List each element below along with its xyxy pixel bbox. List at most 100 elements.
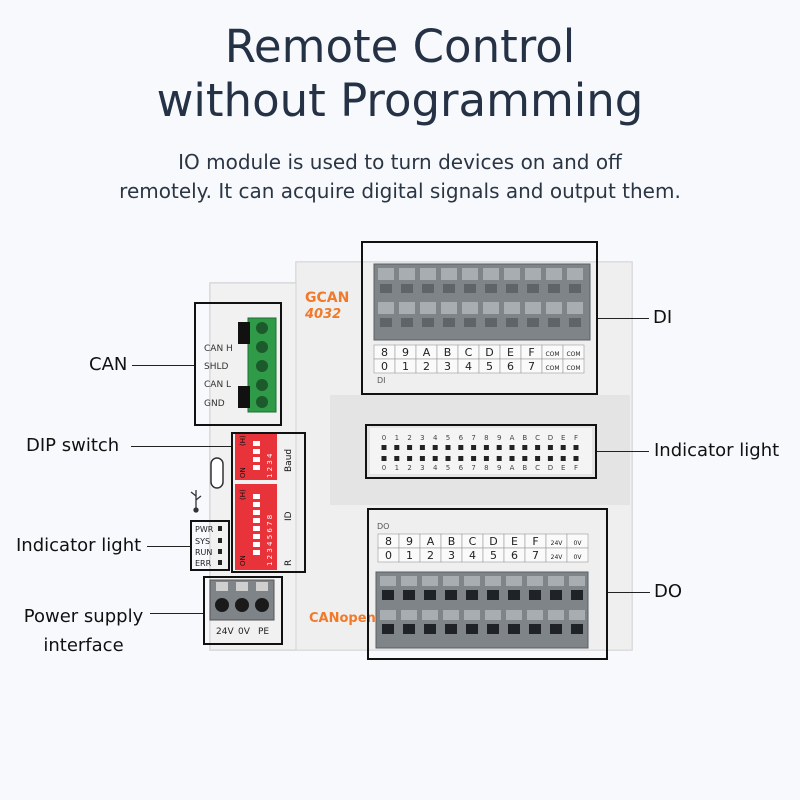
- do-bottom-label: 4: [469, 549, 476, 562]
- power-pin-label: PE: [258, 627, 269, 637]
- indicator-led-label: 6: [459, 464, 464, 472]
- do-terminal-tab: [380, 610, 396, 620]
- di-bottom-cell: [562, 358, 585, 374]
- di-top-label: COM: [545, 351, 559, 358]
- do-terminal-slot: [403, 590, 415, 600]
- do-terminal-tab: [485, 576, 501, 586]
- di-terminal-tabs: [378, 268, 583, 327]
- do-terminal-slot: [487, 624, 499, 634]
- di-bottom-label: 0: [381, 360, 388, 373]
- indicator-led: [547, 456, 553, 461]
- callout-power: Power supply interface: [21, 602, 146, 660]
- do-terminal-slot: [382, 624, 394, 634]
- do-highlight-box: [367, 508, 608, 660]
- di-terminal-slot: [443, 318, 455, 327]
- di-terminal-slot: [380, 284, 392, 293]
- indicator-led: [407, 456, 413, 461]
- indicator-led-label: 7: [471, 434, 475, 442]
- di-terminal-tab: [546, 268, 562, 280]
- indicator-led-label: 8: [484, 434, 488, 442]
- can-highlight-box: [194, 302, 282, 426]
- can-pin-label: CAN H: [204, 344, 233, 354]
- do-top-label: 8: [385, 535, 392, 548]
- indicator-led: [471, 445, 477, 450]
- do-terminal-slot: [382, 590, 394, 600]
- dip-baud-on-label: ON: [239, 467, 247, 478]
- do-bottom-label: 2: [427, 549, 434, 562]
- callout-dip-switch: DIP switch: [26, 435, 120, 456]
- di-bottom-label: 5: [486, 360, 493, 373]
- di-terminal-slot: [485, 284, 497, 293]
- do-bottom-label: 6: [511, 549, 518, 562]
- di-top-label: A: [423, 346, 431, 359]
- callout-do: DO: [654, 581, 683, 602]
- brand-text: GCAN: [305, 290, 349, 306]
- do-terminal-slot: [571, 624, 583, 634]
- di-terminal-tab: [420, 302, 436, 314]
- do-terminal-slot: [424, 624, 436, 634]
- indicator-led: [509, 456, 515, 461]
- indicator-led-label: 4: [433, 434, 438, 442]
- di-bottom-label: 2: [423, 360, 430, 373]
- indicator-led-label: 6: [459, 434, 464, 442]
- indicator-led: [445, 456, 451, 461]
- headline-line-2: without Programming: [156, 74, 644, 127]
- do-terminal-tab: [527, 610, 543, 620]
- dip-baud-numbers: 1 2 3 4: [266, 453, 274, 478]
- can-pin-label: CAN L: [204, 380, 231, 390]
- indicator-panel-bg: [370, 428, 592, 474]
- di-terminal-slot: [422, 318, 434, 327]
- subtitle-line-2: remotely. It can acquire digital signals…: [119, 179, 681, 203]
- do-terminal-tab: [548, 576, 564, 586]
- di-bottom-label: 3: [444, 360, 451, 373]
- di-terminal-tab: [483, 302, 499, 314]
- di-terminal-tab: [504, 268, 520, 280]
- indicator-led-label: F: [574, 434, 578, 442]
- power-terminal-screws: [215, 582, 269, 612]
- indicator-led: [573, 445, 579, 450]
- subtitle: IO module is used to turn devices on and…: [0, 148, 800, 206]
- indicator-right-leader-line: [597, 451, 649, 452]
- indicator-led: [458, 456, 464, 461]
- dip-leader-line: [131, 446, 231, 447]
- do-terminal-slot: [508, 590, 520, 600]
- dip-switch-highlight-box: [231, 432, 306, 573]
- indicator-led-label: D: [548, 464, 553, 472]
- indicator-led-label: 1: [395, 434, 399, 442]
- status-led-dots: [218, 526, 222, 565]
- do-terminal-tab: [527, 576, 543, 586]
- do-bottom-label: 7: [532, 549, 539, 562]
- di-terminal-tab: [441, 302, 457, 314]
- di-terminal-slot: [548, 284, 560, 293]
- indicator-led-label: 2: [407, 434, 411, 442]
- do-terminal-tab: [569, 610, 585, 620]
- do-terminal-slot: [424, 590, 436, 600]
- dip-baud-levers: [253, 441, 260, 470]
- do-top-label: 24V: [551, 540, 564, 547]
- indicator-led-label: 2: [407, 464, 411, 472]
- do-top-label: A: [427, 535, 435, 548]
- di-top-label: F: [528, 346, 534, 359]
- dip-id-numbers: 1 2 3 4 5 6 7 8: [266, 515, 274, 566]
- di-terminal-tab: [420, 268, 436, 280]
- dip-id-on-label: ON: [239, 555, 247, 566]
- can-pin-label: SHLD: [204, 362, 228, 372]
- do-top-label: 0V: [574, 540, 583, 547]
- indicator-led-label: E: [561, 464, 565, 472]
- do-terminal-slot: [487, 590, 499, 600]
- do-top-label: B: [448, 535, 456, 548]
- dip-id-tag: (H): [239, 489, 247, 500]
- indicator-led-label: F: [574, 464, 578, 472]
- indicator-led-label: A: [510, 434, 515, 442]
- status-led-label: RUN: [195, 548, 212, 557]
- dip-baud-block: [235, 433, 277, 480]
- di-top-label: D: [485, 346, 493, 359]
- di-terminal-tab: [378, 268, 394, 280]
- dip-baud-tag: (H): [239, 435, 247, 446]
- di-terminal-tab: [546, 302, 562, 314]
- do-small-label: DO: [377, 522, 389, 531]
- di-terminal-tab: [525, 302, 541, 314]
- do-bottom-cell: [566, 547, 589, 563]
